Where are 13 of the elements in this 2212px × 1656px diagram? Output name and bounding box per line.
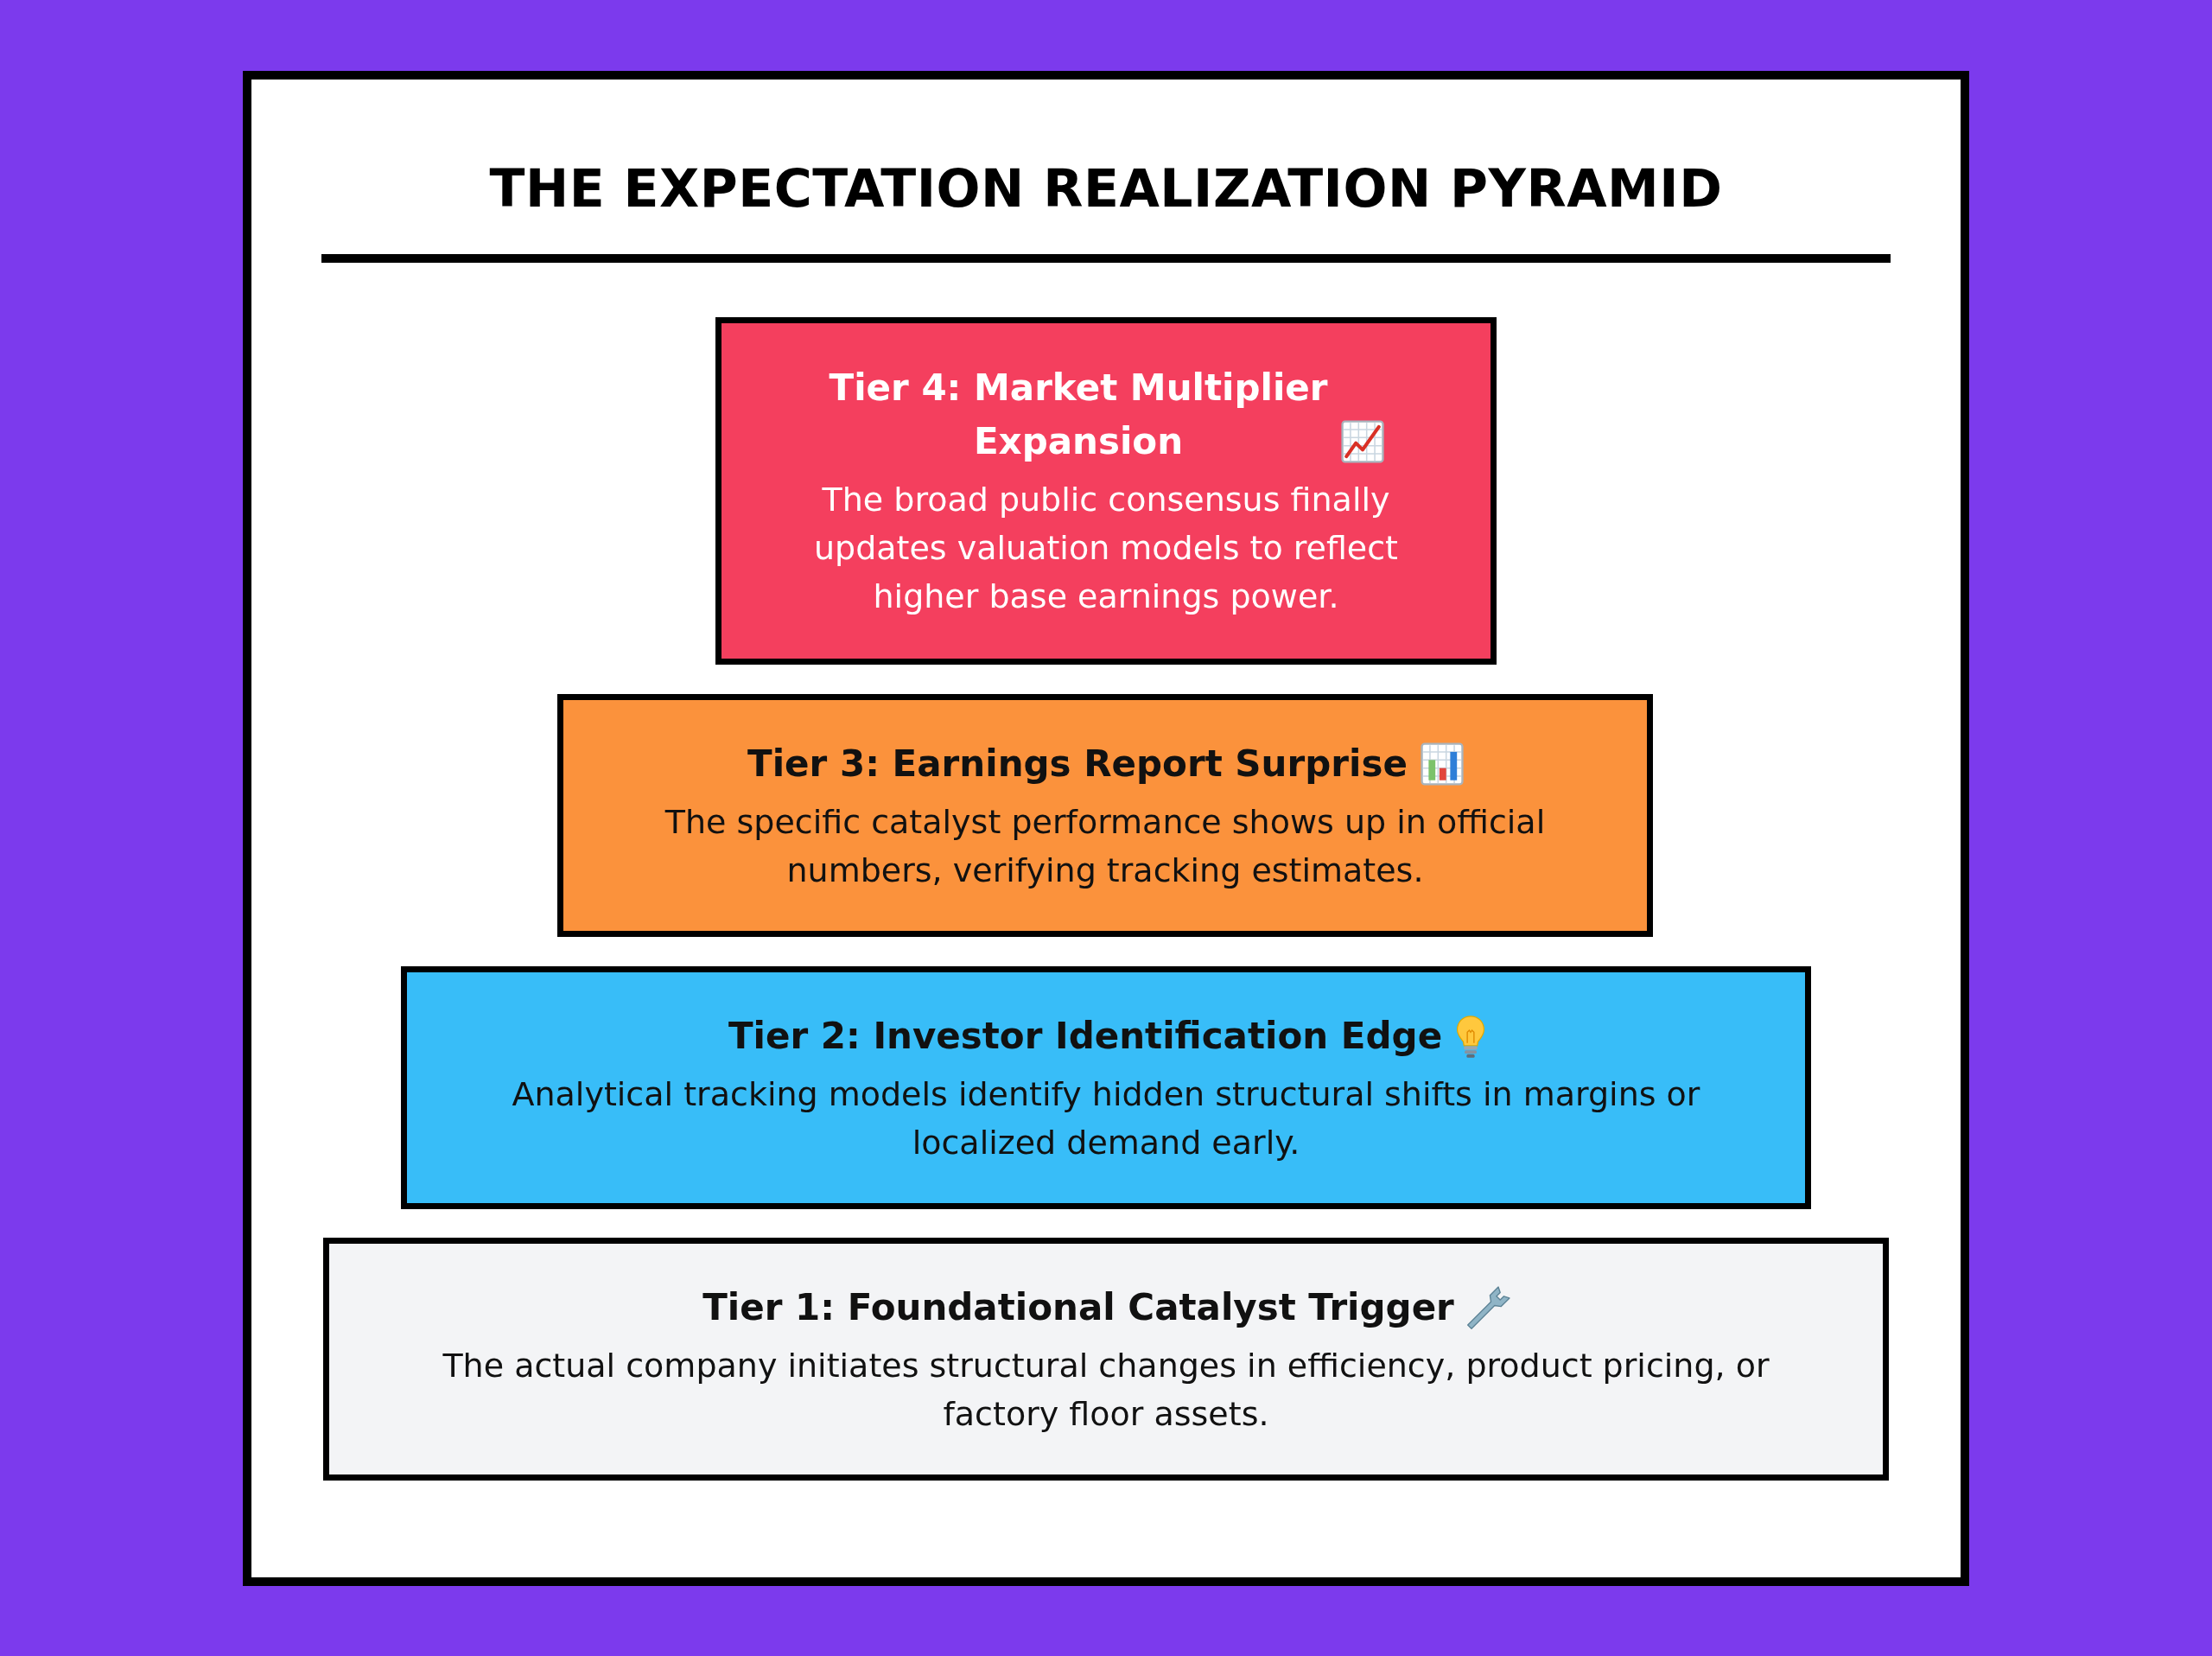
tier-heading: Tier 3: Earnings Report Surprise xyxy=(747,741,1408,787)
title: THE EXPECTATION REALIZATION PYRAMID xyxy=(489,157,1723,220)
tier-box xyxy=(323,1238,1889,1481)
tier-description: The specific catalyst performance shows up in official numbers, verifying tracking estimates. xyxy=(664,801,1547,891)
tier-description: The actual company initiates structural changes in efficiency, product pricing, or factory floor assets. xyxy=(442,1345,1770,1435)
tier-heading: Tier 4: Market Multiplier Expansion xyxy=(828,366,1329,464)
tier-box xyxy=(715,317,1497,665)
tier-description: The broad public consensus finally updates valuation models to reflect higher base earnings power. xyxy=(812,480,1399,617)
tier-box xyxy=(557,694,1653,937)
tier-description: Analytical tracking models identify hidden structural shifts in margins or localized demand early. xyxy=(511,1073,1701,1163)
tier-heading: Tier 1: Foundational Catalyst Trigger xyxy=(702,1284,1455,1330)
tier-box xyxy=(401,966,1811,1209)
tier-heading: Tier 2: Investor Identification Edge xyxy=(727,1013,1444,1059)
